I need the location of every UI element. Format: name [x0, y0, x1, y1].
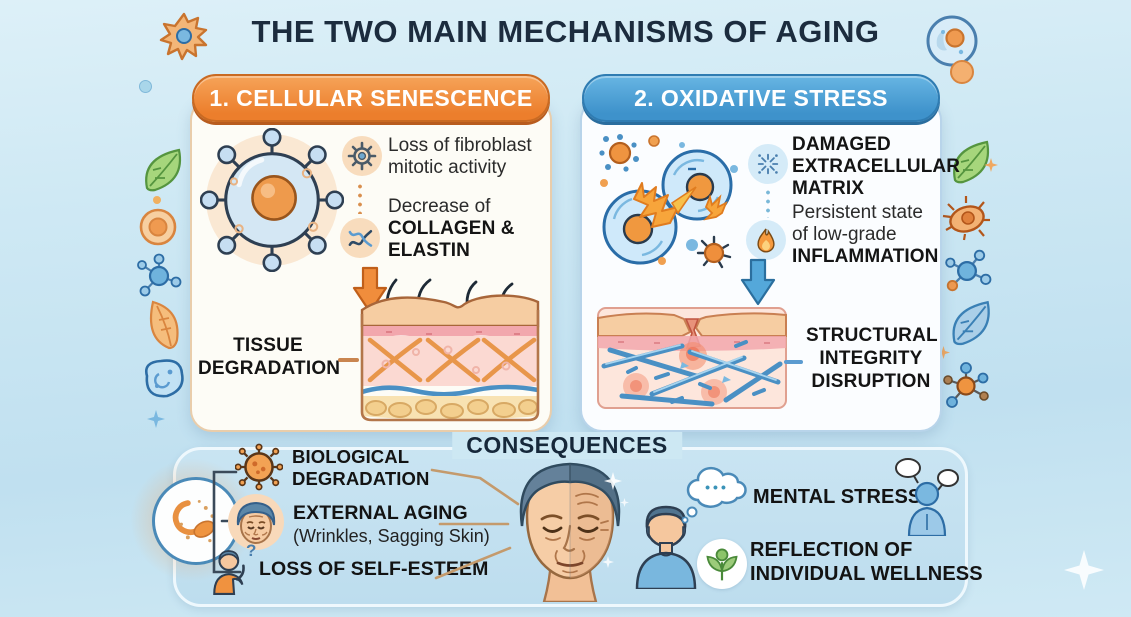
bullet-fibroblast: Loss of fibroblast mitotic activity — [388, 135, 532, 179]
page-title: THE TWO MAIN MECHANISMS OF AGING — [251, 14, 880, 49]
damaged-matrix-icon — [748, 144, 788, 184]
spiky-cell-icon — [159, 12, 208, 61]
label-line: DEGRADATION — [292, 467, 430, 489]
aged-face-icon — [228, 494, 284, 550]
result-line: TISSUE — [233, 335, 303, 356]
label-line: BIOLOGICAL — [292, 446, 410, 467]
bullet-line: DAMAGED — [792, 134, 891, 155]
bullet-line: INFLAMMATION — [792, 246, 939, 267]
dotted-connector — [358, 182, 362, 214]
panel-header-oxidative-stress: 2. OXIDATIVE STRESS — [582, 74, 940, 122]
senescent-cell-illustration — [200, 128, 344, 272]
damaged-skin-illustration — [597, 307, 787, 409]
dot-decoration — [950, 60, 974, 84]
dotted-connector — [766, 188, 770, 218]
label-reflection-wellness: REFLECTION OF INDIVIDUAL WELLNESS — [750, 538, 983, 586]
aging-face-illustration — [519, 462, 621, 602]
panel-cellular-senescence: 1. CELLULAR SENESCENCE — [190, 74, 552, 432]
orange-leaf-icon — [149, 300, 179, 350]
blue-leaf-icon — [952, 300, 990, 346]
bullet-line: MATRIX — [792, 178, 865, 199]
connector-lines — [430, 468, 520, 580]
bullet-line: EXTRACELLULAR — [792, 156, 961, 177]
orange-cell-icon — [139, 208, 177, 246]
skin-cross-section-illustration — [360, 278, 540, 422]
bullet-damaged-matrix: DAMAGED EXTRACELLULAR MATRIX — [792, 134, 960, 200]
collagen-fibers-icon — [340, 218, 380, 258]
bullet-collagen: Decrease of COLLAGEN & ELASTIN — [388, 196, 515, 262]
thought-dots: ••• — [705, 479, 729, 495]
question-mark: ? — [246, 541, 257, 560]
panel-header-cellular-senescence: 1. CELLULAR SENESCENCE — [192, 74, 550, 122]
thought-bubble-icon — [681, 466, 747, 524]
result-line: INTEGRITY — [819, 348, 923, 369]
green-leaf-icon — [145, 148, 182, 192]
result-line: STRUCTURAL — [806, 325, 938, 346]
down-arrow-orange-icon — [352, 266, 388, 314]
panel-oxidative-stress: 2. OXIDATIVE STRESS — [580, 74, 960, 432]
bullet-line: mitotic activity — [388, 157, 507, 178]
bullet-inflammation: Persistent state of low-grade INFLAMMATI… — [792, 202, 938, 268]
bullet-line: of low-grade — [792, 224, 897, 245]
blue-molecule-icon — [945, 249, 992, 292]
dot-decoration — [139, 80, 152, 93]
sparkle-icon — [1064, 550, 1104, 590]
result-label-structural-disruption: STRUCTURAL INTEGRITY DISRUPTION — [806, 324, 938, 393]
person-question-icon — [213, 550, 245, 595]
label-line: REFLECTION OF — [750, 539, 913, 561]
down-arrow-blue-icon — [740, 258, 776, 306]
result-label-tissue-degradation: TISSUE DEGRADATION — [198, 334, 341, 380]
person-bust-illustration — [635, 505, 697, 589]
plant-icon — [697, 539, 747, 589]
dot-decoration — [153, 196, 161, 204]
result-line: DISRUPTION — [811, 371, 931, 392]
label-dash — [784, 360, 803, 364]
panel-header-label: 1. CELLULAR SENESCENCE — [209, 84, 533, 111]
orange-molecule-icon — [943, 362, 989, 408]
oxidative-cells-illustration — [599, 134, 738, 269]
label-dash — [338, 358, 359, 362]
sparkle-icon — [147, 410, 165, 428]
bullet-line: Persistent state — [792, 202, 923, 223]
label-line: EXTERNAL AGING — [293, 502, 468, 524]
bullet-line: Loss of fibroblast — [388, 135, 532, 156]
blue-amoeba-icon — [145, 359, 184, 398]
consequences-title: CONSEQUENCES — [452, 432, 682, 459]
bullet-line: ELASTIN — [388, 240, 470, 261]
result-line: DEGRADATION — [198, 358, 341, 379]
cell-gear-icon — [342, 136, 382, 176]
label-external-aging: EXTERNAL AGING (Wrinkles, Sagging Skin) — [293, 502, 490, 547]
label-loss-of-self-esteem: LOSS OF SELF-ESTEEM — [259, 558, 489, 580]
bullet-line: COLLAGEN & — [388, 218, 515, 239]
blue-cell-icon — [926, 15, 978, 67]
panel-header-label: 2. OXIDATIVE STRESS — [634, 84, 888, 111]
bullet-line: Decrease of — [388, 196, 491, 217]
virus-icon — [235, 443, 283, 491]
flame-icon — [746, 220, 786, 260]
label-line: (Wrinkles, Sagging Skin) — [293, 525, 490, 546]
label-biological-degradation: BIOLOGICAL DEGRADATION — [292, 446, 429, 489]
person-speech-icon — [895, 458, 959, 536]
blue-molecule-icon — [137, 253, 182, 297]
label-line: INDIVIDUAL WELLNESS — [750, 563, 983, 585]
label-mental-stress: MENTAL STRESS — [753, 486, 922, 508]
orange-bacteria-icon — [942, 196, 990, 241]
